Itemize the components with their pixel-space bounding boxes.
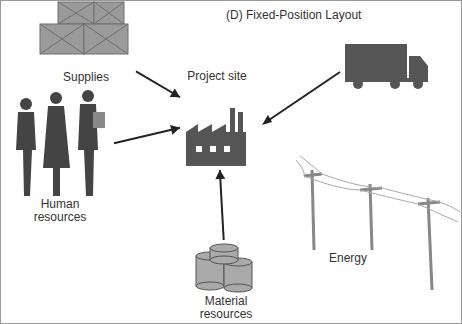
human-resources-group: Human resources <box>8 88 112 224</box>
connector-arrow <box>114 128 180 144</box>
node-label: Supplies <box>46 71 126 84</box>
truck-arrow <box>266 72 340 122</box>
arrowhead <box>170 125 180 135</box>
connector-arrow <box>220 170 224 240</box>
node-label: Project site <box>187 70 247 83</box>
node-label: Human resources <box>25 198 95 224</box>
supply-crates <box>40 2 128 54</box>
material-resources-group: Material resources <box>190 242 262 321</box>
arrowhead <box>215 170 225 179</box>
truck-icon <box>345 44 428 89</box>
coin-stacks <box>196 244 252 292</box>
arrowhead <box>170 88 180 97</box>
truck-arrowhead <box>262 115 272 125</box>
project-site: Project site <box>182 70 252 168</box>
energy-group: Energy <box>318 252 378 270</box>
connector-arrow <box>136 71 180 97</box>
factory-icon <box>186 108 246 166</box>
node-label: Energy <box>318 252 378 265</box>
power-poles <box>304 170 440 290</box>
power-wires <box>296 156 460 222</box>
diagram-title: (D) Fixed-Position Layout <box>226 8 361 22</box>
node-label: Material resources <box>191 295 261 321</box>
supplies-group: Supplies <box>38 0 134 84</box>
human-figures <box>16 90 105 196</box>
